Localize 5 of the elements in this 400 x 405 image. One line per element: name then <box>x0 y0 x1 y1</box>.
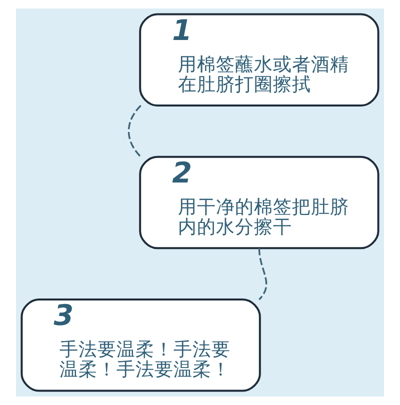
node-box: 2 用干净的棉签把肚脐内的水分擦干 <box>139 156 380 250</box>
node-box: 1 用棉签蘸水或者酒精在肚脐打圈擦拭 <box>139 13 380 106</box>
connector <box>258 248 268 300</box>
connector <box>128 104 142 158</box>
node-box: 3 手法要温柔！手法要温柔！手法要温柔！ <box>20 298 261 392</box>
